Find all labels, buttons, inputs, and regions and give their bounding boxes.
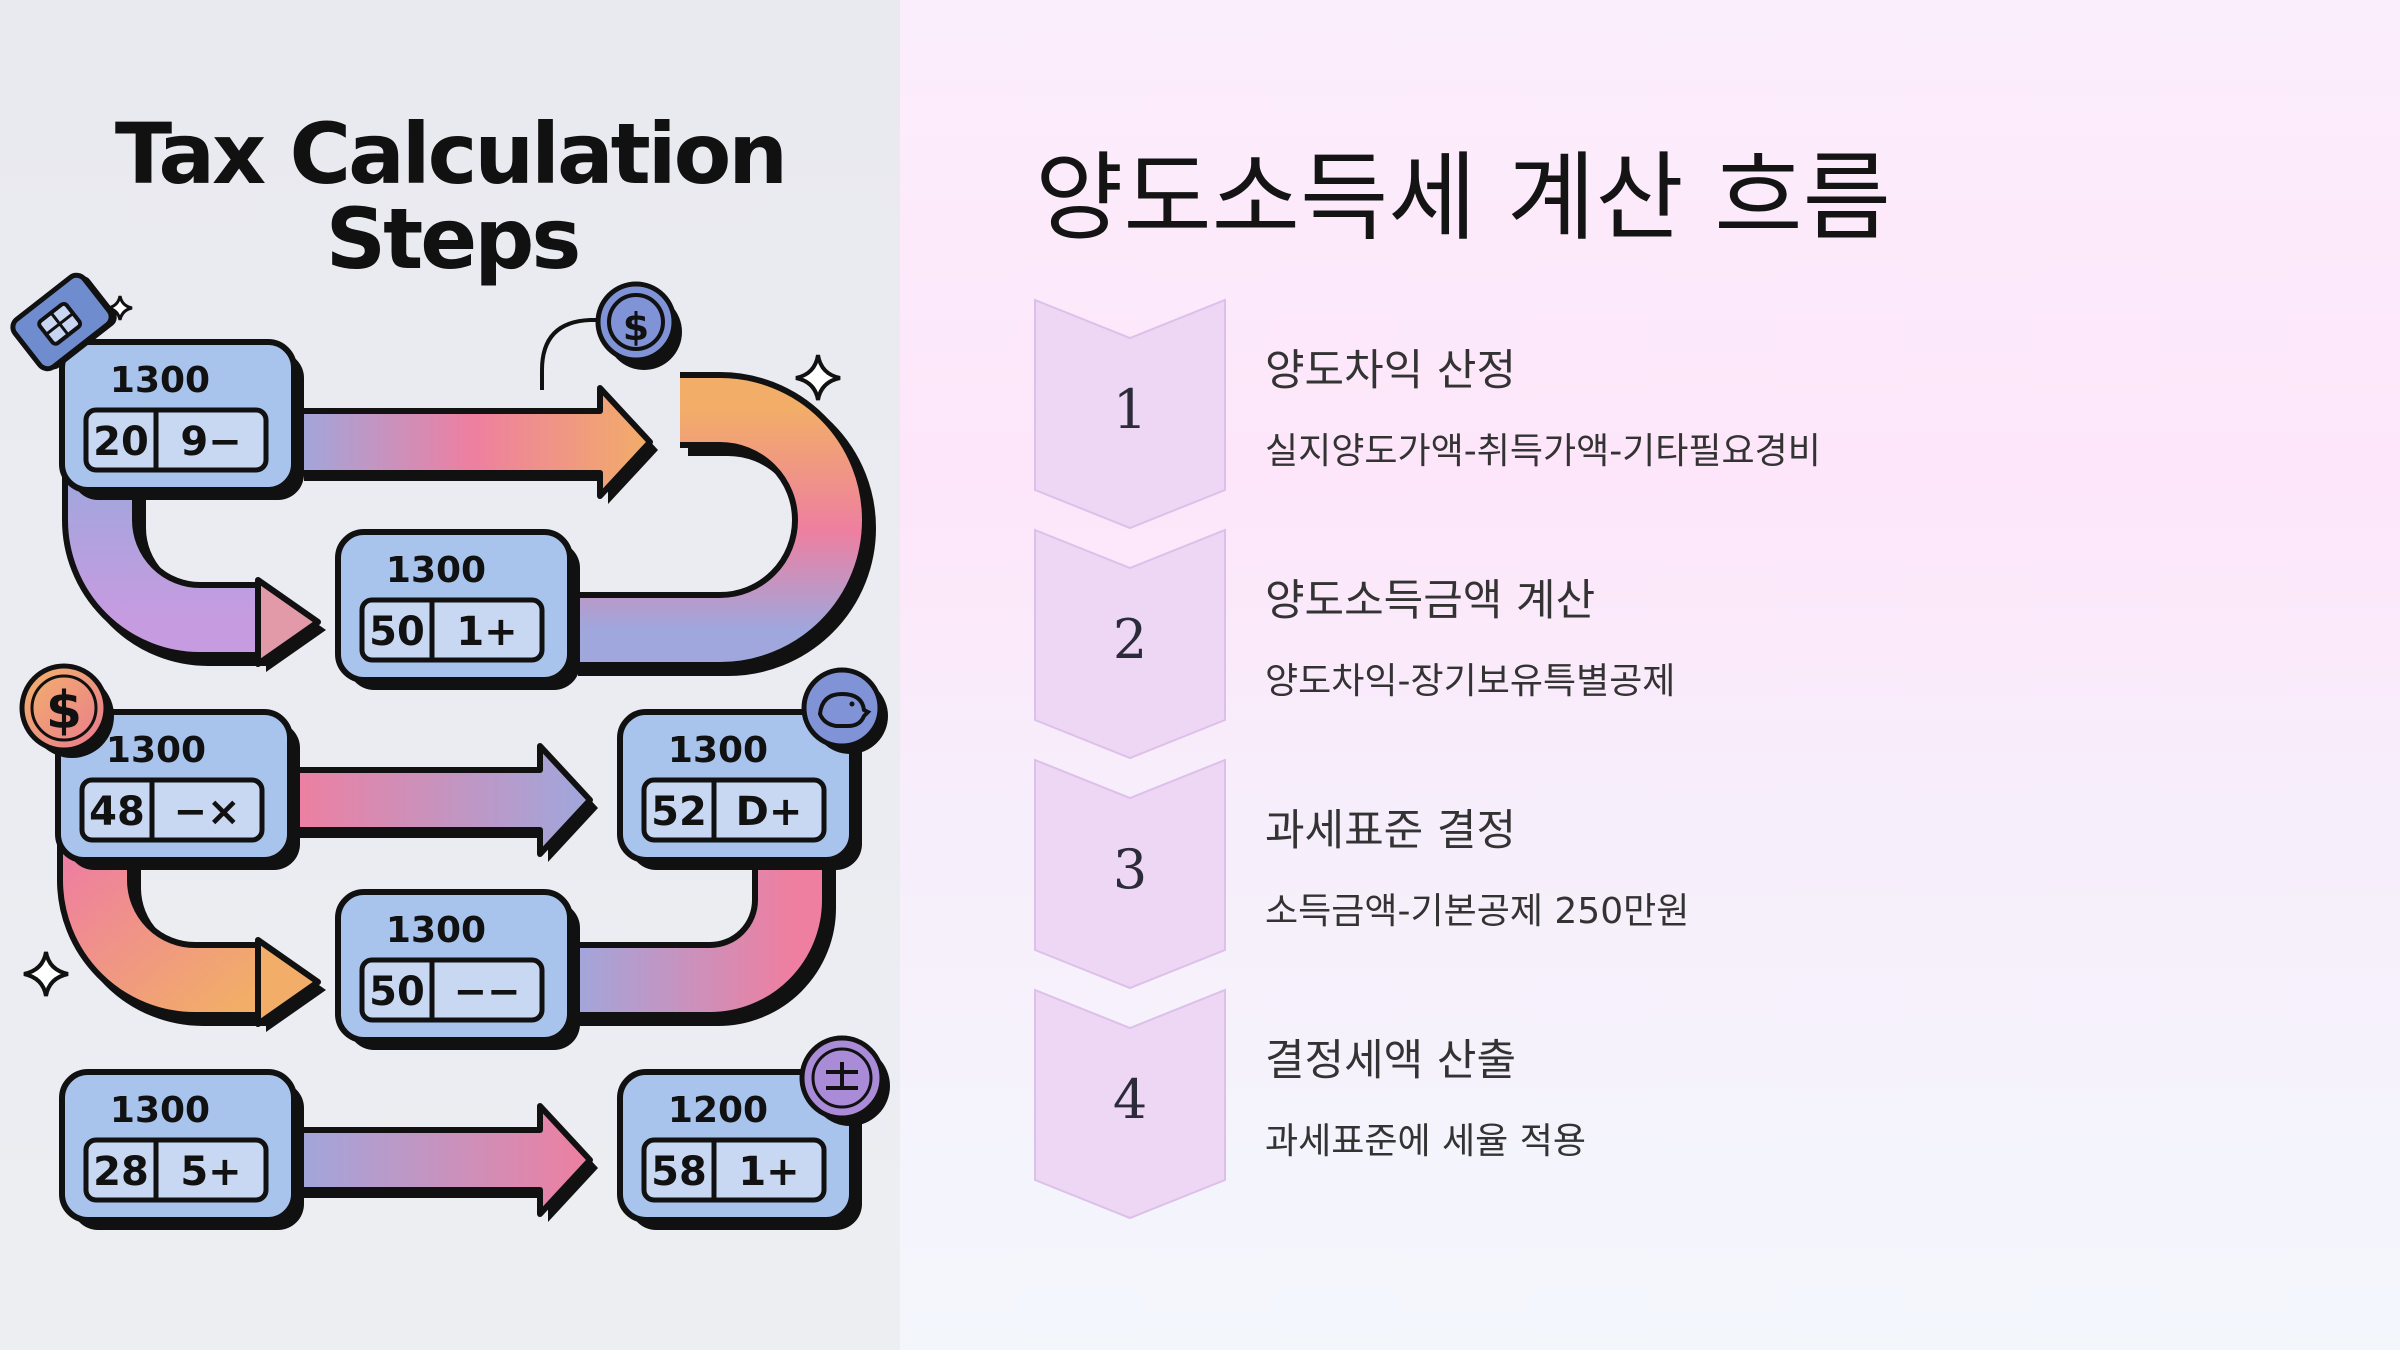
flow-pipes [57,318,876,1222]
tax-steps-illustration: Tax Calculation Steps [0,0,900,1350]
sim-card-icon [10,272,117,372]
card-right-digits: 5+ [180,1149,241,1195]
calculator-card: 1300 50 −− [335,889,580,1050]
card-top-value: 1200 [668,1090,768,1131]
step-number: 1 [1113,378,1147,441]
calculator-card: 1200 58 1+ [617,1069,862,1230]
scale-coin-icon [799,1035,890,1126]
card-top-value: 1300 [110,360,210,401]
step-title: 양도차익 산정 [1265,346,1517,396]
calculator-card: 1300 48 −× [55,709,300,870]
illustration-title-line1: Tax Calculation [115,105,785,203]
card-left-digits: 58 [651,1149,707,1195]
sparkle-left-icon [23,951,69,997]
step-title: 과세표준 결정 [1265,806,1517,856]
piggy-bank-coin-icon [801,667,888,754]
pipe-u-right-2 [570,840,836,1026]
orange-coin-dollar-sign: $ [46,681,82,741]
card-left-digits: 52 [651,789,707,835]
orange-dollar-coin-icon: $ [19,663,114,758]
step-number: 4 [1113,1068,1147,1131]
card-top-value: 1300 [106,730,206,771]
calculator-cards: 1300 20 9− 1300 50 1+ 1300 48 −× 1300 52 D+ 1300 50 −−… [55,339,862,1230]
card-top-value: 1300 [386,550,486,591]
step-description: 과세표준에 세율 적용 [1265,1121,1586,1162]
step-title: 양도소득금액 계산 [1265,576,1596,626]
calculator-card: 1300 28 5+ [59,1069,304,1230]
card-left-digits: 50 [369,609,425,655]
step-chevron: 1 [1034,298,1226,530]
pipe-u-right-1 [570,372,876,676]
page-title: 양도소득세 계산 흐름 [1035,142,1891,254]
step-description: 실지양도가액-취득가액-기타필요경비 [1265,431,1821,472]
step-chevron: 3 [1034,758,1226,990]
card-left-digits: 48 [89,789,145,835]
sparkle-small-icon [107,295,133,321]
dollar-coin-icon: $ [595,281,682,370]
calculator-card: 1300 20 9− [59,339,304,500]
pipe-u-left-2 [57,840,326,1032]
step-chevron: 2 [1034,528,1226,760]
illustration-svg: Tax Calculation Steps [0,0,900,1350]
coin-dollar-sign: $ [623,305,649,349]
calculator-card: 1300 52 D+ [617,709,862,870]
card-right-digits: D+ [736,789,803,835]
sparkle-icon [795,354,841,401]
step-number: 2 [1113,608,1147,671]
card-left-digits: 50 [369,969,425,1015]
card-right-digits: 9− [180,419,241,465]
pipe-arrow-3 [289,1103,598,1222]
card-right-digits: −× [173,789,240,835]
step-chevrons: 1 2 3 4 [1034,298,1226,1220]
card-left-digits: 20 [93,419,149,465]
step-description: 소득금액-기본공제 250만원 [1265,891,1690,932]
card-top-value: 1300 [668,730,768,771]
card-left-digits: 28 [93,1149,149,1195]
step-chevron: 4 [1034,988,1226,1220]
pipe-arrow-2 [289,743,598,862]
pipe-u-left-1 [62,470,326,672]
card-right-digits: −− [453,969,520,1015]
card-right-digits: 1+ [456,609,517,655]
step-description: 양도차익-장기보유특별공제 [1265,661,1676,702]
step-number: 3 [1113,838,1147,901]
step-title: 결정세액 산출 [1265,1036,1517,1086]
illustration-title-line2: Steps [326,190,579,288]
card-right-digits: 1+ [738,1149,799,1195]
card-top-value: 1300 [110,1090,210,1131]
calculator-card: 1300 50 1+ [335,529,580,690]
pipe-arrow-1 [293,385,658,504]
card-top-value: 1300 [386,910,486,951]
